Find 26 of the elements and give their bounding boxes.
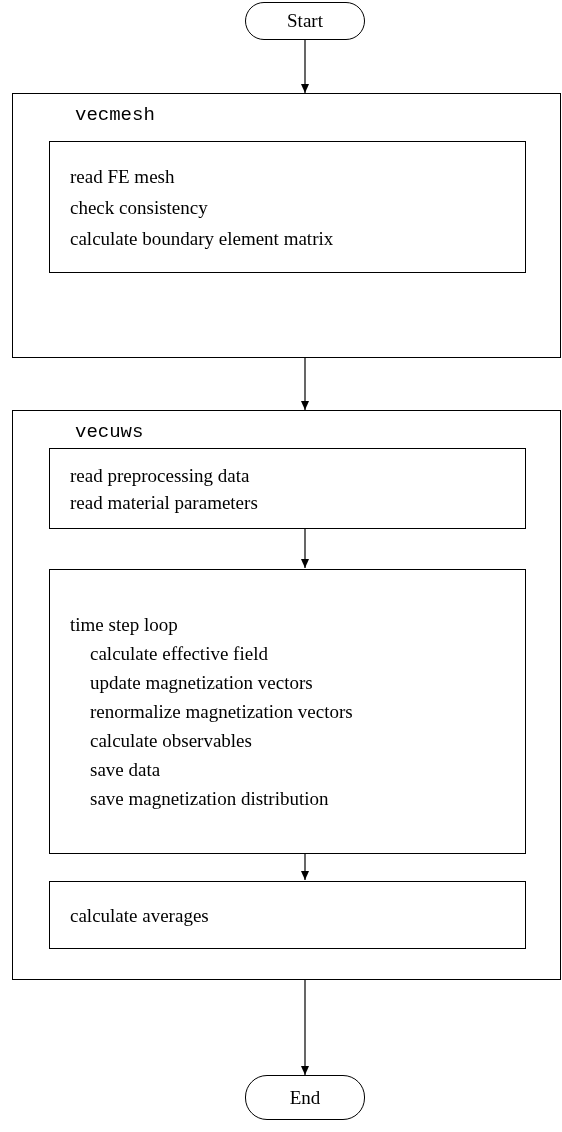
arrow (301, 39, 309, 94)
process-box (49, 881, 526, 949)
step-text: calculate averages (70, 903, 210, 927)
step-text: time step loop (70, 613, 179, 636)
process-box (49, 569, 526, 854)
step-text: read material parameters (70, 490, 259, 514)
program-name: vecuws (75, 421, 144, 443)
program-frame (12, 410, 561, 980)
process-box (49, 141, 526, 273)
step-text: calculate observables (89, 729, 253, 752)
program-name: vecmesh (75, 104, 155, 126)
arrow (301, 979, 309, 1076)
step-text: read preprocessing data (70, 463, 251, 487)
arrow (301, 357, 309, 411)
program-frame (12, 93, 561, 358)
process-box (49, 448, 526, 529)
step-text: update magnetization vectors (89, 671, 314, 694)
step-text: calculate effective field (89, 642, 269, 665)
arrow (301, 852, 309, 881)
step-text: check consistency (70, 195, 209, 219)
step-text: renormalize magnetization vectors (89, 700, 354, 723)
step-text: read FE mesh (70, 164, 176, 188)
step-text: calculate boundary element matrix (70, 226, 335, 250)
arrow (301, 527, 309, 569)
step-text: save magnetization distribution (89, 787, 330, 810)
step-text: save data (89, 758, 162, 781)
